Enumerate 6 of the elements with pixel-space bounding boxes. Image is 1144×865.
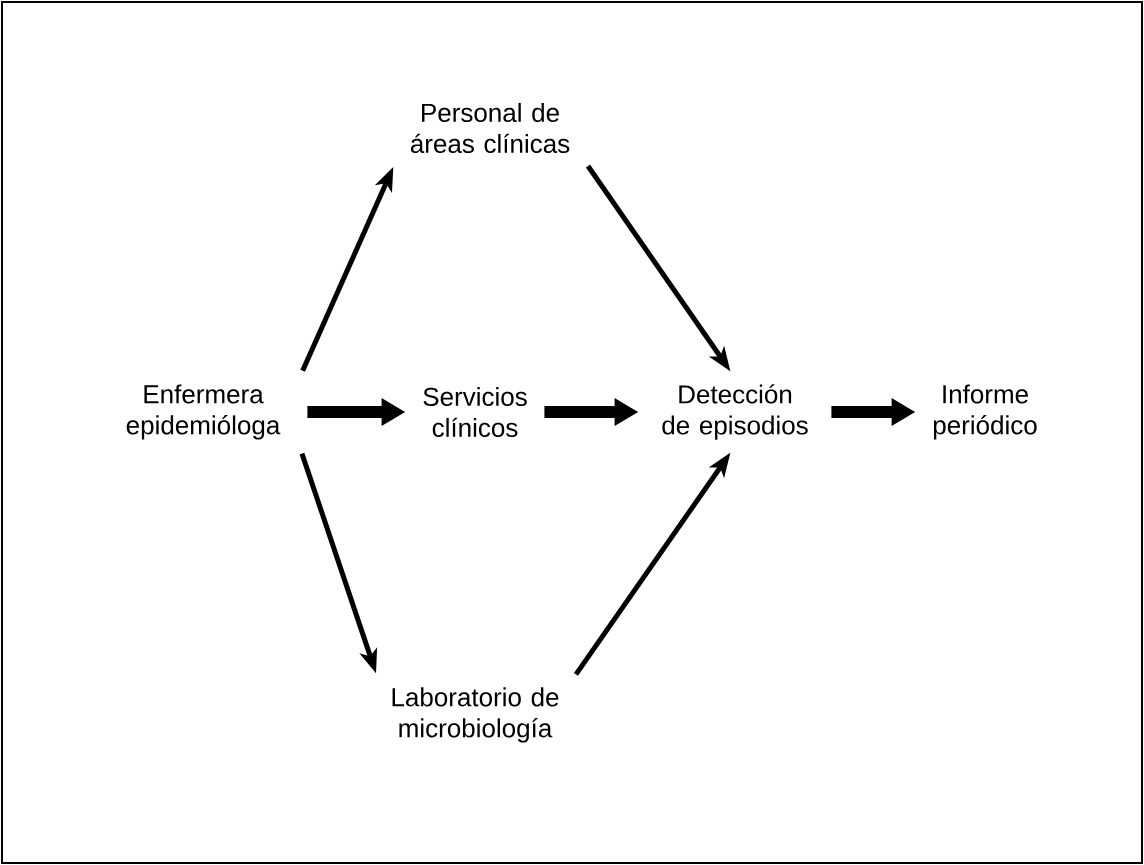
node-label: Servicios clínicos bbox=[423, 386, 527, 438]
node-label: Personal de áreas clínicas bbox=[410, 102, 570, 154]
node-label: Laboratorio de microbiología bbox=[392, 687, 559, 743]
node-label: Informe periódico bbox=[933, 384, 1037, 440]
node-label: Enfermera epidemióloga bbox=[126, 384, 281, 440]
node-label: Detección de episodios bbox=[662, 384, 808, 440]
